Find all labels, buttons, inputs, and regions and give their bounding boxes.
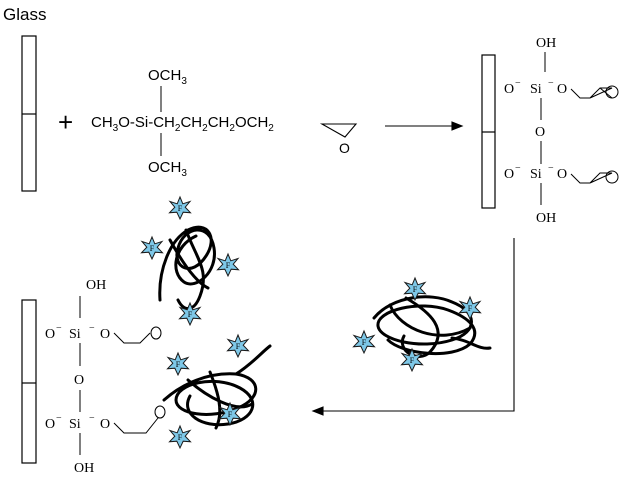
- svg-text:Si: Si: [69, 417, 81, 432]
- svg-text:O: O: [100, 417, 110, 432]
- svg-text:O: O: [504, 167, 514, 182]
- svg-text:F: F: [228, 410, 233, 419]
- reagent-epoxide: [319, 123, 358, 138]
- svg-text:−: −: [515, 78, 521, 89]
- arrow-silanization: [385, 121, 464, 131]
- svg-text:−: −: [548, 78, 554, 89]
- svg-text:F: F: [188, 310, 193, 319]
- reagent-bottom-group: OCH3: [148, 159, 187, 179]
- final-silane-layer: OH O − Si − O O O − Si − O OH: [45, 278, 166, 476]
- fluorescent-label: F: [227, 334, 249, 358]
- svg-text:OH: OH: [86, 278, 106, 293]
- svg-text:O: O: [100, 327, 110, 342]
- fluorescent-label: F: [169, 425, 191, 449]
- svg-text:O: O: [45, 327, 55, 342]
- glass-slide-final: [21, 299, 37, 464]
- svg-text:O: O: [535, 125, 545, 140]
- svg-text:F: F: [178, 433, 183, 442]
- fluorescent-label: F: [179, 302, 201, 326]
- fluorescent-label: F: [217, 253, 239, 277]
- glass-title: Glass: [3, 5, 46, 24]
- protein-coil-free: [372, 295, 492, 359]
- fluorescent-label: F: [353, 330, 375, 354]
- plus-sign: +: [58, 107, 73, 137]
- svg-text:OH: OH: [74, 461, 94, 476]
- svg-text:F: F: [226, 261, 231, 270]
- fluorescent-label: F: [404, 277, 426, 301]
- reagent-main-chain: CH3O-Si-CH2CH2CH2OCH2: [91, 114, 274, 134]
- fluorescent-label: F: [167, 352, 189, 376]
- protein-coil-immobilized-top: [158, 225, 216, 310]
- svg-text:Si: Si: [69, 327, 81, 342]
- svg-text:F: F: [410, 356, 415, 365]
- svg-text:O: O: [557, 167, 567, 182]
- svg-text:F: F: [176, 360, 181, 369]
- silane-reagent: + OCH3 CH3O-Si-CH2CH2CH2OCH2 OCH3 O: [58, 67, 358, 179]
- svg-text:O: O: [557, 82, 567, 97]
- fluorescent-label: F: [169, 196, 191, 220]
- fluorescent-label: F: [459, 296, 481, 320]
- svg-text:F: F: [236, 342, 241, 351]
- arrow-protein-coupling: [311, 238, 515, 416]
- svg-text:O: O: [45, 417, 55, 432]
- fluorescent-label: F: [219, 402, 241, 426]
- epoxysilane-layer: OH O − Si − O O O − Si − O OH: [504, 36, 619, 226]
- svg-text:Si: Si: [530, 82, 542, 97]
- protein-coil-immobilized-bottom: [162, 344, 272, 430]
- svg-text:O: O: [74, 373, 84, 388]
- svg-text:OH: OH: [536, 36, 556, 51]
- svg-text:OH: OH: [536, 211, 556, 226]
- fluorescent-labels: F F F F F F F F F F F F: [141, 196, 481, 449]
- reagent-top-group: OCH3: [148, 67, 187, 87]
- reagent-epoxide-oxygen: O: [339, 140, 350, 156]
- svg-text:F: F: [468, 304, 473, 313]
- glass-slide-initial: [21, 35, 37, 192]
- svg-text:F: F: [362, 338, 367, 347]
- svg-text:F: F: [150, 244, 155, 253]
- svg-text:−: −: [515, 163, 521, 174]
- svg-text:−: −: [548, 163, 554, 174]
- svg-text:Si: Si: [530, 167, 542, 182]
- glass-slide-functionalized: [481, 54, 496, 209]
- svg-text:−: −: [89, 323, 95, 334]
- svg-text:−: −: [56, 413, 62, 424]
- svg-text:−: −: [56, 323, 62, 334]
- svg-text:F: F: [413, 285, 418, 294]
- svg-text:F: F: [178, 204, 183, 213]
- fluorescent-label: F: [141, 236, 163, 260]
- svg-text:−: −: [89, 413, 95, 424]
- svg-text:O: O: [504, 82, 514, 97]
- fluorescent-label: F: [401, 348, 423, 372]
